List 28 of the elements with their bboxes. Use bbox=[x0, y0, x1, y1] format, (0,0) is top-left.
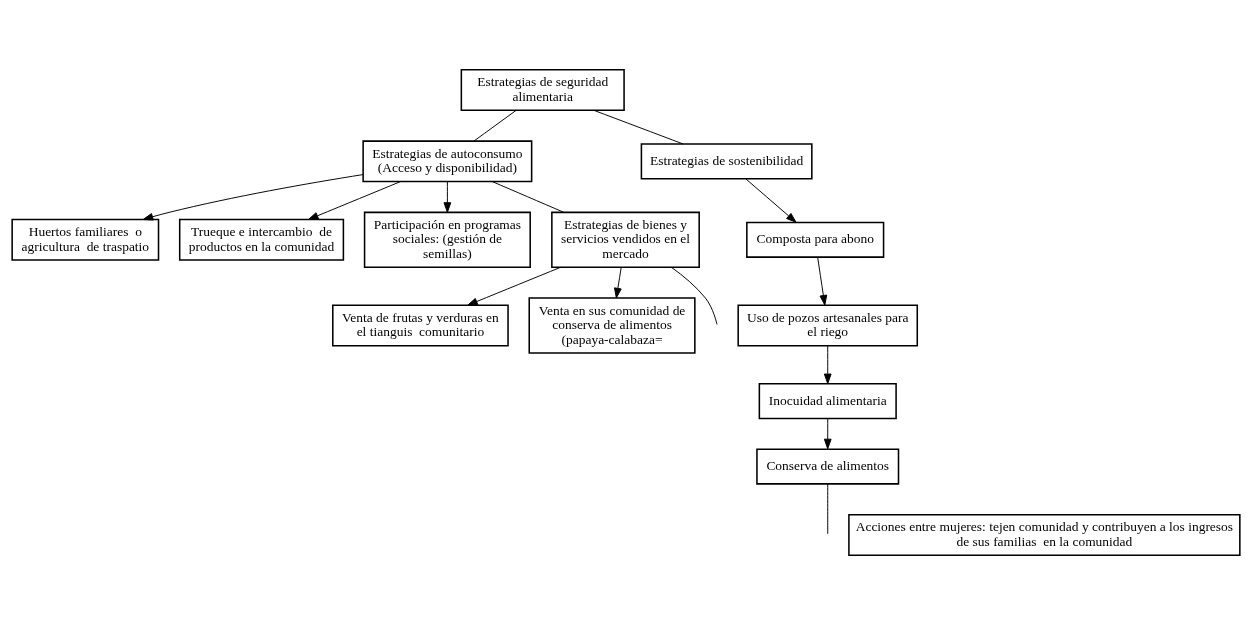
node-box: Estrategias de sostenibilidad bbox=[640, 142, 813, 179]
arrow bbox=[443, 180, 452, 213]
arrow bbox=[142, 173, 364, 220]
connector bbox=[593, 109, 684, 144]
node-box: Participación en programas sociales: (gestión de semillas) bbox=[363, 211, 531, 268]
arrow bbox=[614, 266, 622, 298]
node-box: Estrategias de seguridad alimentaria bbox=[460, 68, 625, 111]
node-box: Trueque e intercambio de productos en la comunidad bbox=[178, 218, 345, 261]
connector bbox=[670, 266, 718, 325]
node-box: Composta para abono bbox=[746, 221, 885, 258]
connector bbox=[473, 109, 517, 141]
node-box: Estrategias de autoconsumo (Acceso y disponibilidad) bbox=[362, 139, 533, 182]
node-box: Conserva de alimentos bbox=[756, 447, 900, 485]
node-box: Estrategias de bienes y servicios vendidos en el mercado bbox=[551, 211, 700, 268]
connector bbox=[491, 180, 565, 213]
node-box: Huertos familiares o agricultura de traspatio bbox=[11, 218, 160, 261]
node-box: Uso de pozos artesanales para el riego bbox=[737, 304, 919, 346]
arrow bbox=[823, 344, 832, 384]
connector bbox=[827, 482, 829, 534]
node-box: Venta en sus comunidad de conserva de alimentos (papaya-calabaza= bbox=[528, 296, 696, 354]
node-box: Acciones entre mujeres: tejen comunidad y contribuyen a los ingresos de sus familias en la comunidad bbox=[848, 513, 1241, 556]
arrow bbox=[817, 256, 828, 306]
arrow bbox=[467, 266, 562, 306]
node-box: Venta de frutas y verduras en el tianguis comunitario bbox=[332, 304, 509, 346]
arrow bbox=[307, 180, 401, 220]
node-box: Inocuidad alimentaria bbox=[758, 382, 897, 419]
arrow bbox=[745, 177, 797, 223]
arrow bbox=[823, 417, 832, 449]
